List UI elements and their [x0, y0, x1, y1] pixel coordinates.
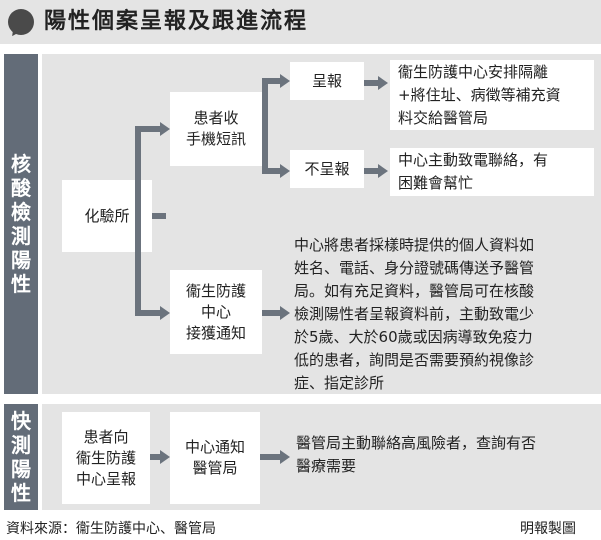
source-note: 資料來源：衞生防護中心、醫管局: [6, 521, 216, 537]
node-no-report: 不呈報: [290, 150, 364, 188]
connector: [150, 454, 162, 460]
connector: [364, 168, 380, 174]
rapid-result-text: 醫管局主動聯絡高風險者，查詢有否 醫療需要: [296, 434, 537, 475]
speech-bubble-icon: [8, 9, 34, 35]
node-no-report-result: 中心主動致電聯絡，有 困難會幫忙: [390, 148, 594, 196]
section-label-rapid: 快測陽性: [4, 404, 38, 510]
arrow-right-icon: [280, 164, 290, 178]
connector: [364, 80, 380, 86]
node-rapid-patient: 患者向 衞生防護 中心呈報: [62, 412, 150, 504]
connector: [135, 310, 161, 316]
arrow-right-icon: [378, 164, 388, 178]
connector: [135, 126, 141, 316]
node-report: 呈報: [290, 62, 364, 100]
connector: [262, 310, 282, 316]
arrow-right-icon: [378, 76, 388, 90]
arrow-right-icon: [280, 306, 290, 320]
arrow-right-icon: [160, 450, 170, 464]
credit-note: 明報製圖: [520, 521, 576, 537]
node-chp-notified: 衞生防護 中心 接獲通知: [170, 270, 262, 354]
node-rapid-notify: 中心通知 醫管局: [170, 412, 260, 504]
page-title: 陽性個案呈報及跟進流程: [44, 9, 309, 34]
arrow-right-icon: [160, 122, 170, 136]
arrow-right-icon: [280, 450, 290, 464]
connector: [262, 168, 282, 174]
connector: [152, 213, 166, 219]
connector: [262, 78, 282, 84]
connector: [262, 78, 268, 174]
node-patient-sms: 患者收 手機短訊: [170, 92, 262, 166]
arrow-right-icon: [160, 306, 170, 320]
chp-detail-text: 中心將患者採樣時提供的個人資料如 姓名、電話、身分證號碼傳送予醫管 局。如有充足…: [294, 236, 535, 392]
node-report-result: 衞生防護中心安排隔離 +將住址、病徵等補充資 料交給醫管局: [390, 60, 594, 130]
section-label-nucleic: 核酸檢測陽性: [4, 54, 38, 394]
connector: [135, 126, 161, 132]
connector: [260, 454, 282, 460]
arrow-right-icon: [280, 74, 290, 88]
title-bar: [0, 0, 601, 44]
